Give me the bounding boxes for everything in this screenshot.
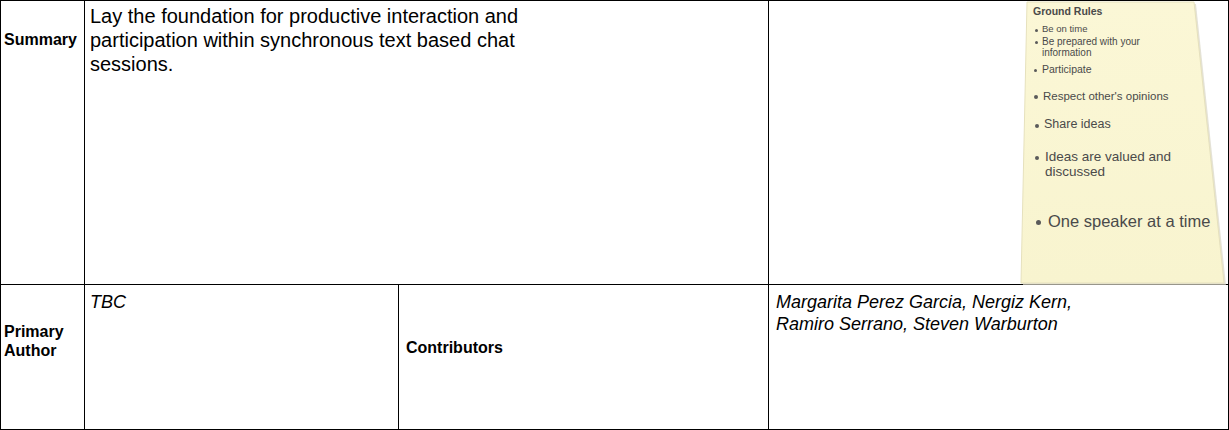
rule-item: Be on time [1042,24,1087,34]
author-name: TBC [90,292,126,314]
rule-item: Participate [1042,64,1092,76]
rule-item: Share ideas [1044,118,1111,132]
rule-item: Ideas are valued and discussed [1045,150,1177,180]
row-heading: Summary [4,30,82,49]
table-rule [0,0,1,430]
table-rule [768,0,769,430]
note-heading: Ground Rules [1033,6,1102,18]
rule-item: Be prepared with your information [1042,36,1142,58]
contributor-names: Margarita Perez Garcia, Nergiz Kern, Ram… [776,292,1127,335]
table-rule [1228,0,1229,430]
bullet-dot [1036,220,1041,225]
table-rule [398,284,399,430]
bullet-dot [1035,29,1038,32]
sticky-note: Ground Rules Be on time Be prepared with y… [1019,2,1226,283]
rule-item: One speaker at a time [1048,212,1210,230]
bullet-dot [1035,124,1039,128]
note-paper [1021,2,1224,283]
row-heading: Primary Author [4,322,82,360]
table-rule [0,429,1229,430]
summary-text: Lay the foundation for productive intera… [90,4,550,76]
rule-item: Respect other's opinions [1043,90,1169,103]
table-rule [84,0,85,430]
table-rule [0,0,1229,1]
column-heading: Contributors [406,338,503,357]
bullet-dot [1035,41,1038,44]
